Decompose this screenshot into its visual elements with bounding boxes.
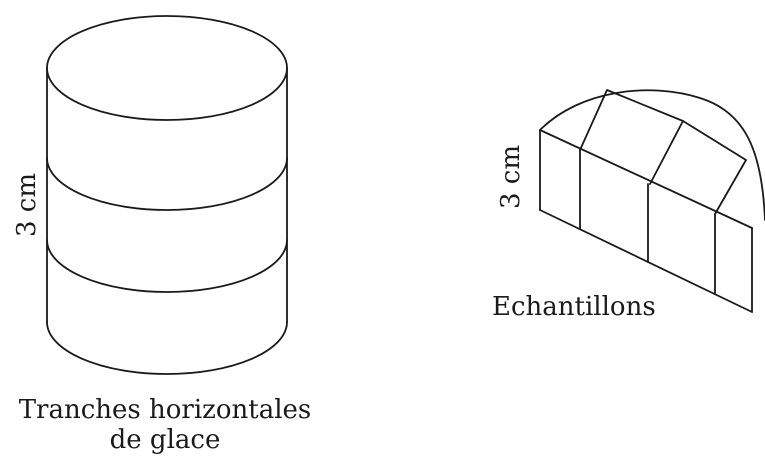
sample-height-label: 3 cm [496, 144, 526, 210]
sample-outline-top [579, 89, 684, 185]
slab-top-curved-edge [539, 89, 765, 221]
cylinder-height-label: 3 cm [12, 172, 42, 238]
cylinder-slice-line-1 [46, 157, 288, 211]
ice-cylinder [46, 15, 288, 375]
cylinder-caption: Tranches horizontales de glace [0, 395, 330, 455]
slab-bottom-edge [539, 209, 753, 313]
cylinder-top-face [46, 15, 288, 121]
sample-slab [539, 89, 765, 313]
cylinder-caption-line-2: de glace [109, 425, 221, 455]
cylinder-bottom-edge [46, 321, 288, 375]
cylinder-slice-line-2 [46, 239, 288, 293]
cylinder-caption-line-1: Tranches horizontales [18, 395, 312, 425]
sample-caption: Echantillons [492, 292, 656, 322]
sample-outline-top-2 [682, 120, 747, 215]
